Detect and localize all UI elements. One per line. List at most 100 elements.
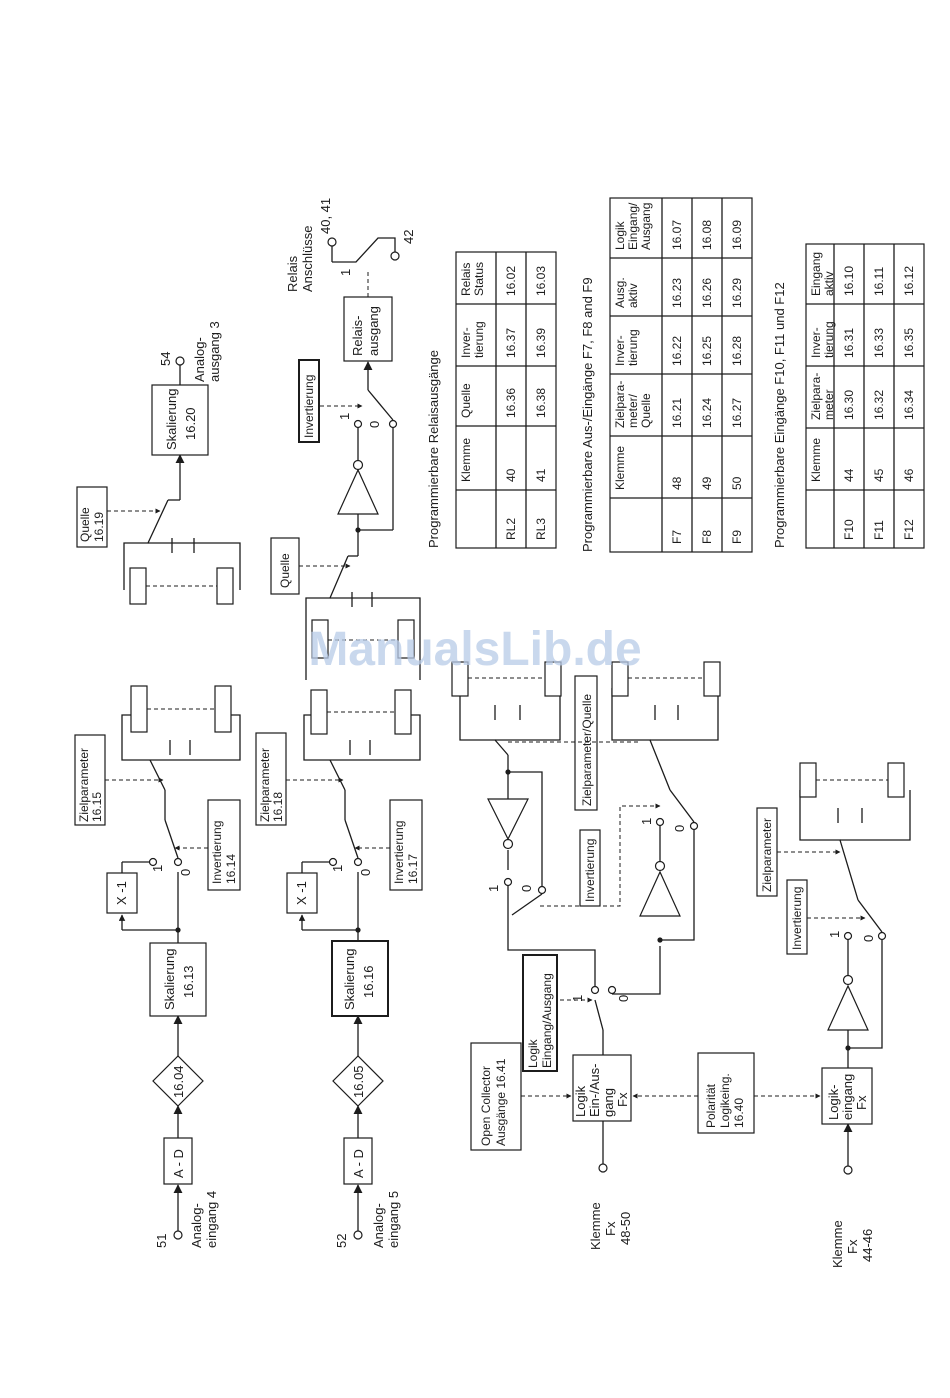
target-label-5: Zielparameter [258, 748, 272, 822]
terminal-54: 54 [158, 352, 173, 366]
logic-io-target-box [574, 675, 598, 811]
logic-io-chain: Klemme Fx 48-50 Logik Ein-/Aus- gang Fx … [451, 661, 821, 1250]
logic-io-in-switch-0: 0 [672, 825, 687, 832]
source-param-16-19: 16.19 [92, 512, 106, 542]
table-cell: 16.36 [504, 388, 518, 418]
terminal-51-node [173, 1230, 183, 1240]
table-header-cell: Inver- [809, 327, 823, 358]
scaling-label-out: Skalierung [164, 389, 179, 450]
table-header-cell: Inver- [613, 335, 627, 366]
table-header-cell: Ausg. [613, 277, 627, 308]
table-header-cell: Logik [613, 220, 627, 250]
table-header-cell: Klemme [809, 438, 823, 482]
logic-io-le-label-2: Eingang/Ausgang [540, 973, 554, 1068]
analog-input-5-label-2: eingang 5 [386, 1191, 401, 1248]
table-header-cell: tierung [822, 321, 836, 358]
table-cell: 16.12 [902, 266, 916, 296]
switch-4-1: 1 [150, 865, 165, 872]
table-cell: 16.02 [504, 266, 518, 296]
relay-block-label-2: ausgang [366, 306, 381, 356]
table-cell: 16.28 [730, 336, 744, 366]
io-table-title: Programmierbare Aus-/Eingänge F7, F8 and… [580, 277, 595, 552]
analog-input-4-chain: 51 Analog- eingang 4 A - D 16.04 Skalier… [74, 685, 241, 1248]
table-cell: 16.29 [730, 278, 744, 308]
relay-switch-1: 1 [337, 413, 352, 420]
scaling-block-16-16 [331, 940, 389, 1017]
analog-input-4-label-1: Analog- [189, 1203, 204, 1248]
table-cell: 16.27 [730, 398, 744, 428]
analog-output-3-chain: Quelle 16.19 Skalierung 16.20 54 Analog-… [76, 321, 241, 605]
logic-in-inverter [827, 984, 869, 1031]
terminal-52-node [353, 1230, 363, 1240]
table-cell: 16.26 [700, 278, 714, 308]
logic-io-in-switch-1: 1 [639, 818, 654, 825]
inputs-f10-f12-table: KlemmeZielpara-meterInver-tierungEingang… [805, 243, 925, 549]
invert-box-16-14 [207, 799, 241, 891]
invert-box-16-17 [389, 799, 423, 891]
logic-io-out-switch-1: 1 [486, 885, 501, 892]
table-header-cell: Eingang/ [626, 202, 640, 250]
logic-io-block-1: Logik [573, 1085, 588, 1117]
relay-switch-0: 0 [367, 421, 382, 428]
logic-io-switch-0: 0 [616, 995, 631, 1002]
table-cell: 16.23 [670, 278, 684, 308]
logic-io-terminal-3: 48-50 [618, 1212, 633, 1245]
table-frame [455, 251, 557, 549]
logic-io-le-box [522, 954, 558, 1072]
scaling-label-4: Skalierung [162, 949, 177, 1010]
invert-block-5 [286, 872, 318, 914]
logic-in-terminal-1: Klemme [830, 1220, 845, 1268]
open-collector-label-2: Ausgänge 16.41 [494, 1058, 508, 1146]
logic-io-terminal-2: Fx [603, 1221, 618, 1236]
target-label-4: Zielparameter [77, 748, 91, 822]
table-frame [609, 197, 753, 553]
table-header-cell: Quelle [639, 393, 653, 428]
watermark: ManualsLib.de [308, 623, 641, 676]
invert-block-4-label: X -1 [114, 881, 129, 905]
logic-in-switch-1: 1 [827, 931, 842, 938]
logic-in-target-label: Zielparameter [760, 818, 774, 892]
switch-4-0: 0 [178, 869, 193, 876]
table-header-cell: Ausgang [639, 203, 653, 250]
table-cell: 16.39 [534, 328, 548, 358]
table-cell: 16.34 [902, 390, 916, 420]
logic-input-chain: Klemme Fx 44-46 Logik- eingang Fx 1 0 In… [756, 762, 911, 1268]
logic-in-block-2: eingang [840, 1074, 855, 1120]
logic-in-terminal-2: Fx [845, 1239, 860, 1254]
relay-invert-box [298, 359, 320, 443]
relay-title-2: Anschlüsse [300, 226, 315, 292]
logic-io-block-4: Fx [615, 1092, 630, 1107]
table-cell: F11 [872, 520, 886, 540]
param-16-04: 16.04 [171, 1065, 186, 1098]
relay-inverter-triangle [337, 468, 379, 515]
relay-block-label-1: Relais- [350, 316, 365, 356]
logic-in-invert-box [786, 879, 808, 955]
logic-io-le-label-1: Logik [526, 1038, 540, 1068]
invert-label-5: Invertierung [392, 821, 406, 884]
relay-table-title: Programmierbare Relaisausgänge [426, 350, 441, 548]
logic-io-target-label: Zielparameter/Quelle [580, 694, 594, 806]
terminal-51: 51 [154, 1234, 169, 1248]
table-cell: 41 [534, 468, 548, 482]
table-header-cell: tierung [472, 321, 486, 358]
logic-io-block [572, 1054, 632, 1122]
relay-source-box [270, 537, 300, 595]
invert-param-16-17: 16.17 [406, 854, 420, 884]
polarity-label-1: Polarität [704, 1083, 718, 1128]
scaling-label-5: Skalierung [342, 949, 357, 1010]
table-cell: F8 [700, 530, 714, 544]
table-header-cell: Inver- [459, 327, 473, 358]
table-header-cell: Quelle [459, 383, 473, 418]
table-frame [805, 243, 925, 549]
table-cell: F7 [670, 530, 684, 544]
open-collector-label-1: Open Collector [479, 1066, 493, 1146]
table-cell: 46 [902, 468, 916, 482]
logic-in-invert-label: Invertierung [790, 887, 804, 950]
table-cell: 16.22 [670, 336, 684, 366]
target-param-16-18: 16.18 [271, 792, 285, 822]
table-cell: 16.30 [842, 390, 856, 420]
table-cell: 50 [730, 476, 744, 490]
terminal-54-node [175, 356, 185, 366]
logic-input-block [821, 1067, 873, 1125]
